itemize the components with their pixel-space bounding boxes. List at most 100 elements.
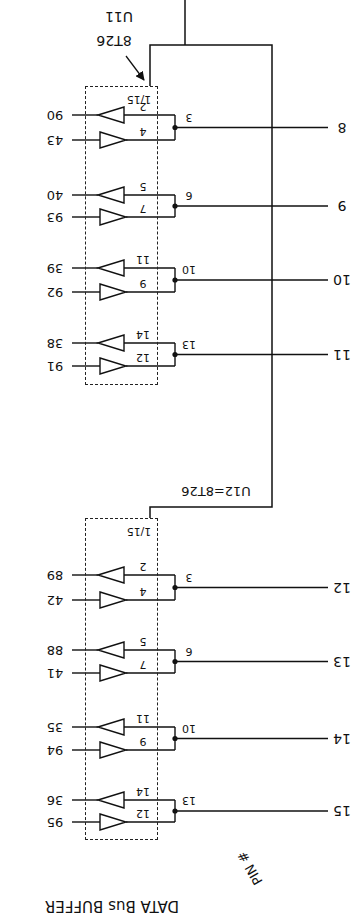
wire — [175, 279, 328, 280]
chip-label: U11 — [105, 10, 133, 24]
wire — [175, 738, 328, 739]
chip-label: U12=8T26 — [181, 485, 251, 498]
buffer-symbol — [100, 284, 126, 300]
buffer-symbol — [100, 209, 126, 225]
buffer-pair — [72, 642, 328, 681]
signal-line: 9 — [338, 199, 347, 213]
wire — [124, 114, 175, 115]
wire — [126, 291, 175, 292]
bus-pin: 94 — [47, 744, 64, 757]
bus-pin: 41 — [47, 667, 64, 680]
wire — [126, 821, 175, 822]
wire — [72, 599, 100, 600]
bus-pin: 95 — [47, 816, 64, 829]
pin-number: 14 — [136, 329, 150, 340]
buffer-symbol — [98, 335, 124, 351]
signal-line: 11 — [333, 348, 351, 362]
buffer-pair — [72, 567, 328, 608]
pin-number: 6 — [186, 190, 193, 201]
wire — [126, 672, 175, 673]
wire — [124, 342, 175, 343]
wire — [72, 365, 100, 366]
signal-line: 10 — [333, 273, 351, 287]
bus-pin: 88 — [47, 644, 64, 657]
buffer-symbol — [100, 665, 126, 681]
wire — [126, 139, 175, 140]
bus-pin: 35 — [47, 721, 64, 734]
junction-dot — [172, 808, 177, 813]
pin-number: 3 — [186, 111, 193, 122]
pin-number: 10 — [182, 722, 196, 733]
bus-pin: 43 — [47, 134, 64, 147]
note: PIN # — [235, 849, 264, 887]
pin-number: 2 — [140, 561, 147, 572]
buffer-symbol — [100, 742, 126, 758]
pin-number: 4 — [140, 586, 147, 597]
wire — [72, 821, 100, 822]
junction-dot — [172, 585, 177, 590]
signal-line: 12 — [333, 581, 351, 595]
pin-number: 3 — [186, 571, 193, 582]
wire — [175, 205, 328, 206]
bus-pin: 92 — [47, 286, 64, 299]
chip-label: 1/15 — [127, 526, 152, 537]
pin-number: 4 — [140, 126, 147, 137]
bus-pin: 91 — [47, 360, 64, 373]
wire — [175, 661, 328, 662]
pin-number: 9 — [140, 278, 147, 289]
pin-number: 5 — [140, 636, 147, 647]
buffer-symbol — [100, 358, 126, 374]
pin-number: 12 — [136, 808, 150, 819]
junction-dot — [172, 736, 177, 741]
wire — [175, 127, 328, 128]
bus-pin: 38 — [47, 337, 64, 350]
buffer-symbol — [100, 132, 126, 148]
buffer-symbol — [98, 567, 124, 583]
wire — [124, 799, 175, 800]
bus-pin: 90 — [47, 109, 64, 122]
junction-dot — [172, 277, 177, 282]
wire — [124, 726, 175, 727]
wire — [126, 599, 175, 600]
junction-dot — [172, 125, 177, 130]
buffer-symbol — [98, 107, 124, 123]
enable-wire — [150, 45, 272, 518]
buffer-pair — [72, 187, 328, 225]
pin-number: 9 — [140, 736, 147, 747]
bus-pin: 36 — [47, 794, 64, 807]
wire — [175, 354, 328, 355]
wire — [126, 216, 175, 217]
pin-number: 13 — [182, 795, 196, 806]
pin-number: 6 — [186, 645, 193, 656]
pin-number: 14 — [136, 786, 150, 797]
signal-line: 15 — [333, 804, 351, 818]
title-note: DATA Bus BUFFER — [45, 898, 179, 913]
buffer-symbol — [98, 260, 124, 276]
wire — [72, 216, 100, 217]
pin-number: 7 — [140, 659, 147, 670]
buffer-pair — [72, 107, 328, 148]
bus-pin: 40 — [47, 189, 64, 202]
wire — [72, 291, 100, 292]
wire — [175, 587, 328, 588]
wire — [72, 672, 100, 673]
chip-outline: U12=8T261/1524571191412 — [85, 518, 158, 840]
signal-line: 14 — [333, 732, 351, 746]
bus-pin: 42 — [47, 594, 64, 607]
chip-label: 8T26 — [96, 34, 131, 48]
pin-number: 7 — [140, 203, 147, 214]
buffer-pair — [72, 335, 328, 374]
junction-dot — [172, 659, 177, 664]
buffer-symbol — [98, 792, 124, 808]
buffer-symbol — [98, 642, 124, 658]
pin-number: 2 — [140, 101, 147, 112]
wire — [124, 194, 175, 195]
wire — [175, 810, 328, 811]
pointer-arrow — [126, 56, 144, 80]
bus-pin: 93 — [47, 211, 64, 224]
wire — [72, 139, 100, 140]
junction-dot — [172, 203, 177, 208]
signal-line: 8 — [338, 121, 347, 135]
bus-pin: 89 — [47, 569, 64, 582]
wire — [124, 574, 175, 575]
